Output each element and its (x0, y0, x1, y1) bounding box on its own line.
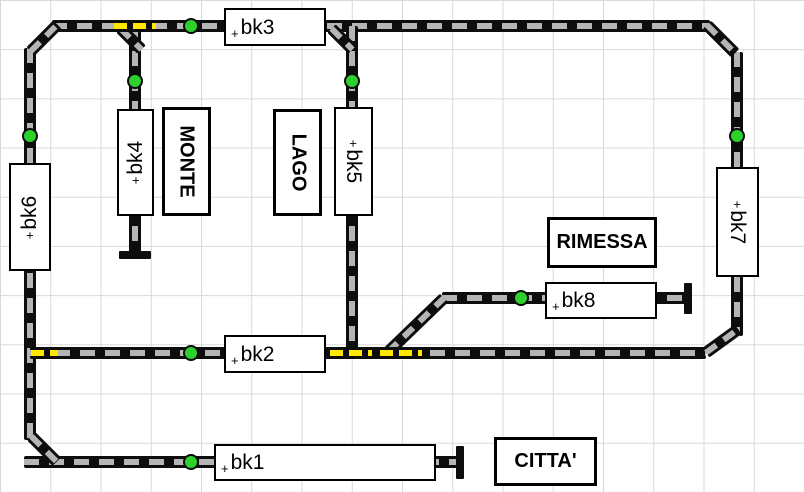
green-signal-icon-bk1[interactable] (183, 454, 199, 470)
station-text: CITTA' (514, 450, 577, 472)
block-label: bk4 (124, 140, 148, 175)
green-signal-icon-right[interactable] (729, 128, 745, 144)
occupied-segment-top[interactable] (114, 20, 156, 32)
block-label: bk1 (230, 451, 265, 474)
occupied-segment-bk2-mid1[interactable] (330, 347, 372, 359)
curve-bottom-right[interactable] (702, 324, 742, 358)
curve-top-right[interactable] (702, 20, 740, 58)
station-text: LAGO (287, 133, 309, 192)
buffer-stop-bk1[interactable] (456, 446, 464, 479)
block-plus: + (221, 461, 229, 476)
block-plus: + (22, 231, 38, 239)
block-label: bk8 (561, 289, 596, 312)
block-bk5[interactable]: + bk5 (334, 107, 373, 216)
track-top-line[interactable] (52, 20, 710, 32)
block-plus: + (128, 176, 144, 185)
block-label: bk2 (240, 342, 275, 366)
curve-top-left[interactable] (26, 20, 62, 56)
block-plus: + (231, 26, 239, 41)
green-signal-icon-left[interactable] (22, 128, 38, 144)
block-bk1[interactable]: + bk1 (214, 444, 436, 481)
station-text: MONTE (176, 125, 198, 198)
block-bk6[interactable]: + bk6 (9, 163, 51, 271)
green-signal-icon-bk2[interactable] (183, 345, 199, 361)
block-label: bk5 (342, 149, 366, 184)
occupied-segment-bk2-left[interactable] (31, 347, 58, 359)
block-plus: + (346, 139, 362, 148)
station-label-citta[interactable]: CITTA' (494, 437, 597, 486)
green-signal-icon-bk4[interactable] (127, 73, 143, 89)
block-label: bk7 (726, 209, 750, 244)
block-label: bk3 (240, 15, 275, 39)
station-label-monte[interactable]: MONTE (162, 107, 211, 216)
block-bk7[interactable]: + bk7 (716, 167, 759, 277)
block-plus: + (231, 353, 239, 368)
block-bk3[interactable]: + bk3 (224, 8, 326, 46)
station-text: RIMESSA (556, 231, 648, 253)
occupied-segment-bk2-mid2[interactable] (380, 347, 422, 359)
buffer-stop-bk4[interactable] (119, 251, 151, 259)
block-label: bk6 (18, 195, 42, 230)
block-bk2[interactable]: + bk2 (224, 335, 326, 373)
green-signal-icon-bk5[interactable] (344, 73, 360, 89)
green-signal-icon-top[interactable] (183, 18, 199, 34)
buffer-stop-bk8[interactable] (684, 283, 692, 314)
block-bk4[interactable]: + bk4 (117, 109, 154, 216)
green-signal-icon-bk8[interactable] (513, 290, 529, 306)
station-label-lago[interactable]: LAGO (273, 109, 322, 216)
block-plus: + (730, 200, 746, 208)
station-label-rimessa[interactable]: RIMESSA (547, 217, 657, 268)
block-plus: + (552, 299, 560, 314)
block-bk8[interactable]: + bk8 (545, 282, 657, 319)
